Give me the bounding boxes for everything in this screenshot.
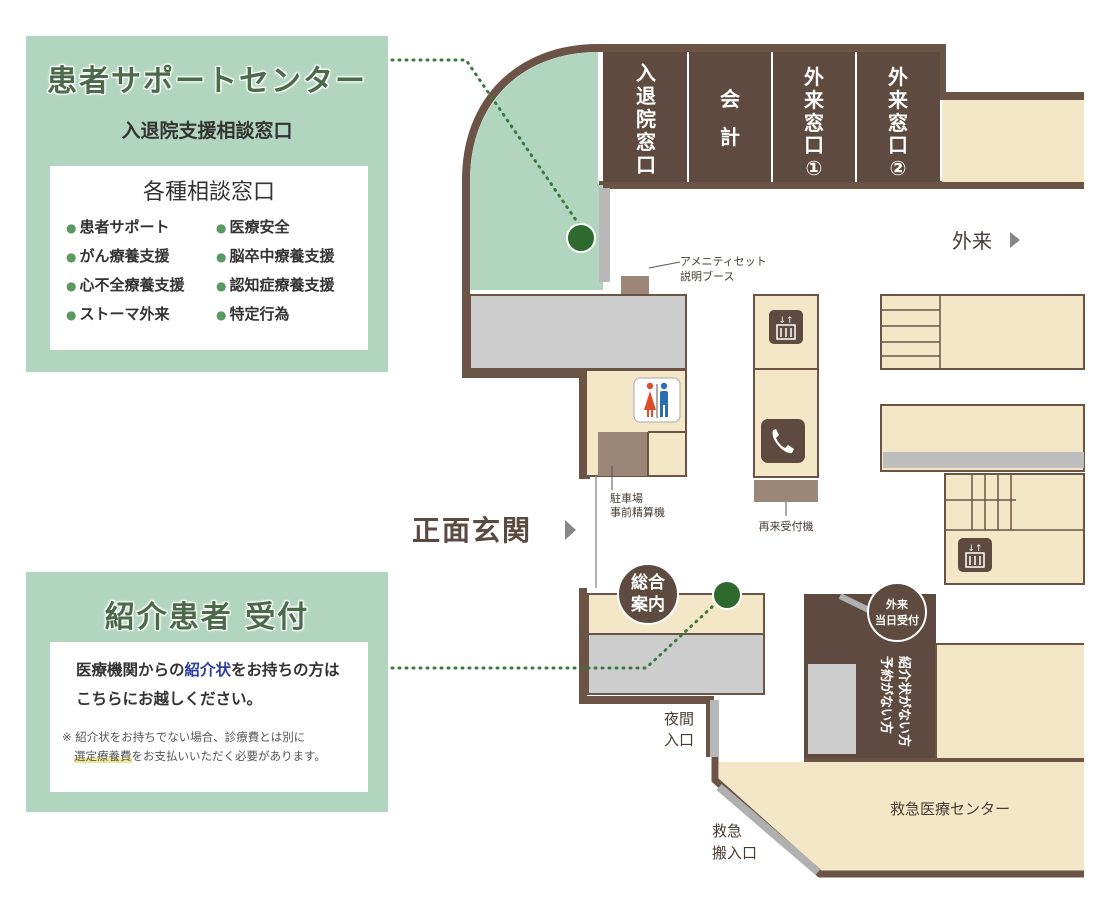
svg-text:来: 来 bbox=[887, 88, 909, 112]
consult-card: 各種相談窓口 患者サポート 医療安全 がん療養支援 脳卒中療養支援 心不全療養支… bbox=[50, 166, 368, 350]
list-item: 患者サポート bbox=[66, 216, 216, 237]
no-appointment-label: 予約がない方 bbox=[878, 656, 894, 734]
svg-text:窓: 窓 bbox=[804, 111, 824, 135]
svg-text:外: 外 bbox=[888, 65, 908, 89]
amenity-label-1: アメニティセット bbox=[680, 255, 767, 268]
elevator-icon: ↓↑ bbox=[958, 538, 992, 572]
emergency-center-label: 救急医療センター bbox=[890, 800, 1010, 818]
referral-note: ※ 紹介状をお持ちでない場合、診療費とは別に 選定療養費をお支払いいただく必要が… bbox=[62, 730, 326, 763]
svg-text:窓: 窓 bbox=[888, 111, 908, 135]
support-center-marker bbox=[566, 223, 596, 253]
support-center-panel: 患者サポートセンター 入退院支援相談窓口 各種相談窓口 患者サポート 医療安全 … bbox=[26, 36, 388, 372]
svg-text:口: 口 bbox=[636, 153, 656, 177]
list-item: がん療養支援 bbox=[66, 245, 216, 266]
building-wall bbox=[462, 44, 1084, 479]
referral-title: 紹介患者 受付 bbox=[104, 600, 310, 635]
svg-text:口: 口 bbox=[888, 133, 908, 157]
svg-text:会: 会 bbox=[720, 87, 740, 111]
svg-text:②: ② bbox=[890, 156, 907, 180]
same-day-badge: 外来 当日受付 bbox=[867, 582, 927, 642]
support-center-subtitle: 入退院支援相談窓口 bbox=[121, 120, 293, 142]
referral-card: 医療機関からの紹介状をお持ちの方は こちらにお越しください。 ※ 紹介状をお持ち… bbox=[50, 642, 368, 792]
consult-list: 患者サポート 医療安全 がん療養支援 脳卒中療養支援 心不全療養支援 認知症療養… bbox=[66, 216, 368, 324]
emergency-entrance-label-1: 救急 bbox=[712, 822, 742, 840]
consult-title: 各種相談窓口 bbox=[142, 180, 275, 205]
night-entrance-label-1: 夜間 bbox=[664, 710, 694, 728]
svg-text:口: 口 bbox=[804, 133, 824, 157]
support-center-title: 患者サポートセンター bbox=[47, 64, 367, 99]
referral-notice: 医療機関からの紹介状をお持ちの方は こちらにお越しください。 bbox=[76, 661, 340, 708]
referral-highlight: 紹介状 bbox=[184, 661, 232, 679]
list-item: 特定行為 bbox=[216, 303, 366, 324]
elevator-icon: ↓↑ bbox=[769, 310, 803, 344]
svg-text:院: 院 bbox=[636, 107, 656, 131]
parking-label-2: 事前精算機 bbox=[610, 505, 665, 519]
play-arrow-icon bbox=[1010, 232, 1020, 248]
svg-text:窓: 窓 bbox=[636, 130, 656, 154]
play-arrow-icon bbox=[565, 520, 576, 540]
svg-text:①: ① bbox=[806, 156, 823, 180]
svg-text:来: 来 bbox=[803, 88, 825, 112]
svg-text:外来: 外来 bbox=[885, 597, 909, 611]
support-room bbox=[470, 52, 603, 290]
referral-marker bbox=[712, 580, 742, 610]
svg-text:入: 入 bbox=[636, 61, 656, 85]
list-item: 心不全療養支援 bbox=[66, 274, 216, 295]
svg-text:↓↑: ↓↑ bbox=[967, 544, 982, 554]
emergency-area bbox=[719, 762, 1084, 872]
svg-text:外: 外 bbox=[804, 65, 824, 89]
amenity-label-2: 説明ブース bbox=[680, 269, 734, 283]
svg-text:退: 退 bbox=[636, 84, 656, 108]
outpatient-label: 外来 bbox=[952, 229, 992, 253]
list-item: 脳卒中療養支援 bbox=[216, 245, 366, 266]
svg-text:計: 計 bbox=[720, 125, 740, 149]
revisit-label: 再来受付機 bbox=[759, 519, 814, 533]
svg-text:当日受付: 当日受付 bbox=[875, 613, 919, 627]
list-item: ストーマ外来 bbox=[66, 303, 216, 324]
restroom-icon bbox=[633, 377, 681, 423]
phone-icon bbox=[761, 419, 805, 463]
info-desk-badge: 総合 案内 bbox=[617, 563, 679, 625]
svg-text:↓↑: ↓↑ bbox=[778, 316, 793, 326]
list-item: 認知症療養支援 bbox=[216, 274, 366, 295]
no-referral-label: 紹介状がない方 bbox=[896, 656, 912, 747]
svg-text:案内: 案内 bbox=[630, 594, 665, 615]
main-entrance-label: 正面玄関 bbox=[412, 514, 532, 547]
night-entrance-label-2: 入口 bbox=[664, 731, 694, 749]
referral-panel: 紹介患者 受付 医療機関からの紹介状をお持ちの方は こちらにお越しください。 ※… bbox=[26, 572, 388, 812]
emergency-entrance-label-2: 搬入口 bbox=[712, 844, 757, 862]
svg-text:総合: 総合 bbox=[631, 572, 666, 593]
list-item: 医療安全 bbox=[216, 216, 366, 237]
parking-label-1: 駐車場 bbox=[610, 491, 643, 505]
